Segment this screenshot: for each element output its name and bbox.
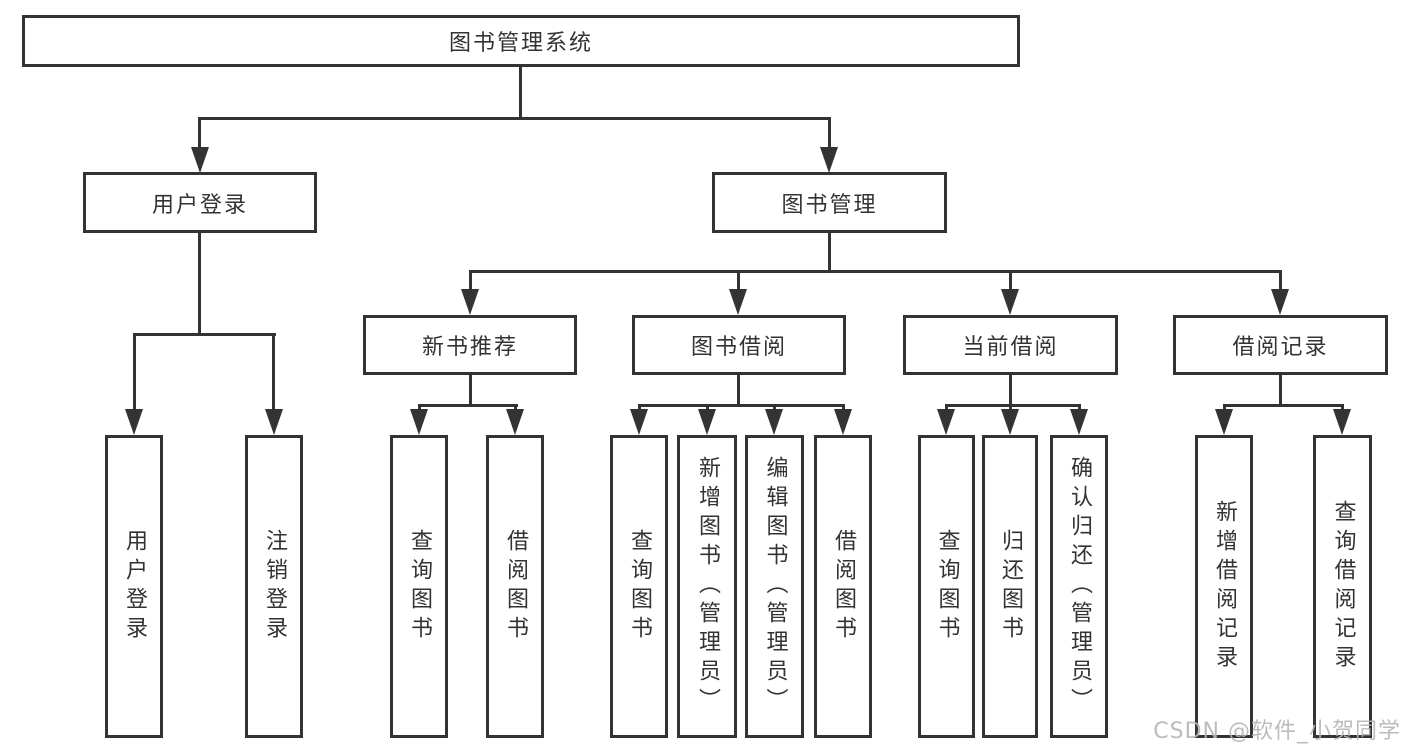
leaf-recommend-query-books: 查询图书 bbox=[390, 435, 448, 738]
leaf-borrow-edit-books-admin: 编辑图书（管理员） bbox=[745, 435, 804, 738]
leaf-borrow-edit-books-admin-label: 编辑图书（管理员） bbox=[762, 456, 788, 717]
edge-mgmt-bus bbox=[469, 270, 1282, 273]
leaf-recommend-borrow-books-label: 借阅图书 bbox=[503, 528, 528, 645]
arrowhead-login bbox=[191, 147, 209, 173]
leaf-records-add-record: 新增借阅记录 bbox=[1195, 435, 1253, 738]
edge-drop-current bbox=[1009, 270, 1012, 292]
leaf-current-return-books-label: 归还图书 bbox=[998, 528, 1023, 645]
node-book-borrow-label: 图书借阅 bbox=[690, 335, 787, 360]
arrowhead-recd-query bbox=[1333, 409, 1351, 435]
edge-drop-recd-query bbox=[1341, 404, 1344, 412]
leaf-records-query-record-label: 查询借阅记录 bbox=[1330, 499, 1356, 674]
node-root-label: 图书管理系统 bbox=[448, 31, 593, 56]
arrowhead-borrow bbox=[729, 289, 747, 315]
node-book-borrow: 图书借阅 bbox=[632, 315, 846, 375]
node-borrow-records: 借阅记录 bbox=[1173, 315, 1388, 375]
leaf-current-return-books: 归还图书 bbox=[982, 435, 1038, 738]
edge-drop-cur-query bbox=[945, 404, 948, 412]
edge-drop-recommend bbox=[469, 270, 472, 292]
edge-root-bus bbox=[198, 117, 831, 120]
leaf-borrow-add-books-admin-label: 新增图书（管理员） bbox=[695, 456, 720, 717]
arrowhead-rec-query bbox=[410, 409, 428, 435]
leaf-records-add-record-label: 新增借阅记录 bbox=[1212, 499, 1237, 674]
leaf-borrow-borrow-books-label: 借阅图书 bbox=[831, 528, 856, 645]
leaf-borrow-borrow-books: 借阅图书 bbox=[814, 435, 872, 738]
leaf-user-login: 用户登录 bbox=[105, 435, 163, 738]
leaf-current-query-books-label: 查询图书 bbox=[934, 528, 960, 645]
edge-root-stem bbox=[519, 67, 522, 119]
arrowhead-cur-confirm bbox=[1070, 409, 1088, 435]
node-current-borrow-label: 当前借阅 bbox=[962, 335, 1059, 360]
edge-current-bus bbox=[945, 404, 1080, 407]
edge-mgmt-stem bbox=[828, 233, 831, 272]
arrowhead-recommend bbox=[461, 289, 479, 315]
leaf-records-query-record: 查询借阅记录 bbox=[1313, 435, 1372, 738]
edge-recommend-stem bbox=[469, 375, 472, 406]
leaf-current-confirm-return-admin: 确认归还（管理员） bbox=[1050, 435, 1108, 738]
edge-login-stem bbox=[198, 233, 201, 335]
leaf-borrow-query-books-label: 查询图书 bbox=[627, 528, 652, 645]
arrowhead-bor-edit bbox=[765, 409, 783, 435]
node-new-book-recommend: 新书推荐 bbox=[363, 315, 577, 375]
edge-drop-rec-query bbox=[418, 404, 421, 412]
edge-drop-login bbox=[198, 117, 201, 149]
edge-drop-bor-borrow bbox=[842, 404, 845, 412]
edge-records-bus bbox=[1223, 404, 1344, 407]
leaf-logout: 注销登录 bbox=[245, 435, 303, 738]
edge-borrow-bus bbox=[638, 404, 845, 407]
arrowhead-login-logout bbox=[265, 409, 283, 435]
edge-drop-cur-confirm bbox=[1078, 404, 1081, 412]
arrowhead-cur-query bbox=[937, 409, 955, 435]
arrowhead-rec-borrow bbox=[506, 409, 524, 435]
arrowhead-current bbox=[1001, 289, 1019, 315]
leaf-user-login-label: 用户登录 bbox=[122, 528, 147, 645]
arrowhead-cur-return bbox=[1001, 409, 1019, 435]
edge-records-stem bbox=[1279, 375, 1282, 406]
node-book-management: 图书管理 bbox=[712, 172, 947, 233]
edge-drop-login-user bbox=[133, 333, 136, 411]
edge-drop-records bbox=[1279, 270, 1282, 292]
node-new-book-recommend-label: 新书推荐 bbox=[421, 335, 518, 360]
edge-borrow-stem bbox=[737, 375, 740, 406]
arrowhead-mgmt bbox=[820, 147, 838, 173]
arrowhead-records bbox=[1271, 289, 1289, 315]
leaf-current-query-books: 查询图书 bbox=[918, 435, 975, 738]
edge-drop-bor-add bbox=[706, 404, 709, 412]
node-borrow-records-label: 借阅记录 bbox=[1232, 335, 1329, 360]
leaf-current-confirm-return-admin-label: 确认归还（管理员） bbox=[1067, 456, 1092, 717]
node-user-login-label: 用户登录 bbox=[151, 192, 248, 218]
edge-drop-bor-edit bbox=[773, 404, 776, 412]
leaf-borrow-query-books: 查询图书 bbox=[610, 435, 668, 738]
arrowhead-bor-borrow bbox=[834, 409, 852, 435]
edge-drop-cur-return bbox=[1009, 404, 1012, 412]
node-book-management-label: 图书管理 bbox=[781, 192, 878, 218]
leaf-recommend-query-books-label: 查询图书 bbox=[407, 528, 432, 645]
arrowhead-bor-add bbox=[698, 409, 716, 435]
leaf-recommend-borrow-books: 借阅图书 bbox=[486, 435, 544, 738]
leaf-borrow-add-books-admin: 新增图书（管理员） bbox=[677, 435, 737, 738]
edge-drop-borrow bbox=[737, 270, 740, 292]
node-user-login: 用户登录 bbox=[83, 172, 317, 233]
arrowhead-bor-query bbox=[630, 409, 648, 435]
node-current-borrow: 当前借阅 bbox=[903, 315, 1118, 375]
arrowhead-recd-add bbox=[1215, 409, 1233, 435]
edge-drop-bor-query bbox=[638, 404, 641, 412]
arrowhead-login-user bbox=[125, 409, 143, 435]
edge-drop-login-logout bbox=[272, 333, 275, 411]
edge-recommend-bus bbox=[418, 404, 518, 407]
edge-drop-mgmt bbox=[828, 117, 831, 149]
edge-login-bus bbox=[133, 333, 276, 336]
edge-drop-recd-add bbox=[1223, 404, 1226, 412]
csdn-watermark: CSDN @软件_小贺同学 bbox=[1153, 719, 1401, 744]
edge-current-stem bbox=[1009, 375, 1012, 406]
leaf-logout-label: 注销登录 bbox=[262, 528, 287, 645]
node-root: 图书管理系统 bbox=[22, 15, 1020, 67]
edge-drop-rec-borrow bbox=[514, 404, 517, 412]
